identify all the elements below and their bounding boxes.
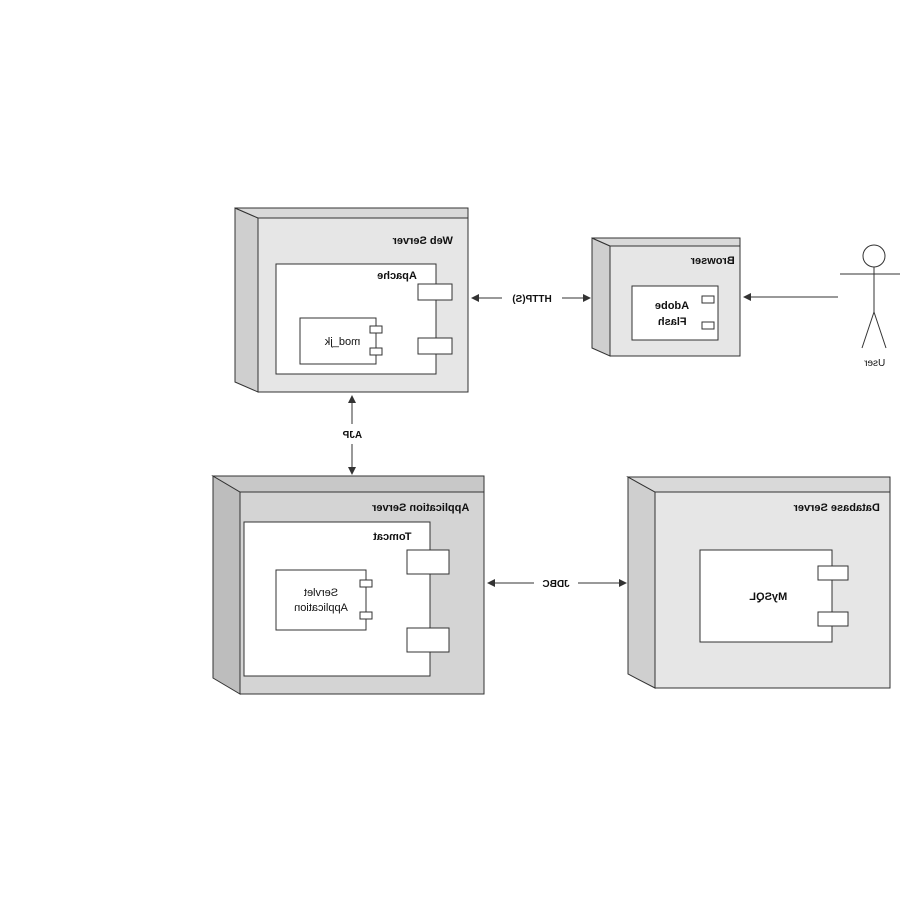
user-head	[862, 244, 886, 268]
user-actor: User	[840, 244, 900, 369]
database-server-node: Database Server MySQL	[626, 476, 891, 689]
mysql-label: MySQL	[749, 591, 787, 603]
servlet-application-box	[275, 569, 367, 631]
mod-jk-component: mod_jk	[299, 317, 383, 365]
adobe-flash-component: Adobe Flash	[631, 285, 719, 341]
connection-web-browser: HTTP(S)	[471, 294, 591, 305]
connection-web-app: AJP	[342, 395, 362, 475]
user-leg-left	[861, 311, 875, 349]
db-server-top-face	[626, 476, 891, 493]
application-server-node: Application Server Tomcat Servlet Applic…	[211, 475, 485, 695]
http-label: HTTP(S)	[512, 294, 551, 305]
tomcat-port-top	[406, 549, 450, 575]
tomcat-title: Tomcat	[373, 531, 412, 543]
db-server-title: Database Server	[793, 502, 880, 514]
mysql-component: MySQL	[699, 549, 849, 643]
app-server-title: Application Server	[371, 502, 469, 514]
tomcat-component: Tomcat Servlet Application	[243, 521, 450, 677]
servlet-port-bottom	[359, 611, 373, 620]
adobe-flash-port-top	[701, 295, 715, 304]
connection-app-db: JDBC	[487, 579, 627, 590]
mod-jk-port-bottom	[369, 347, 383, 356]
mod-jk-label: mod_jk	[324, 336, 360, 348]
web-server-top-face	[234, 207, 469, 219]
mysql-box	[699, 549, 833, 643]
web-server-title: Web Server	[392, 235, 453, 247]
mysql-port-top	[817, 565, 849, 581]
jdbc-label: JDBC	[542, 579, 569, 590]
mysql-port-bottom	[817, 611, 849, 627]
web-server-node: Web Server Apache mod_jk	[234, 207, 469, 393]
user-label: User	[863, 358, 885, 369]
browser-side-face	[591, 237, 611, 357]
apache-title: Apache	[377, 270, 417, 282]
user-leg-right	[873, 311, 887, 349]
apache-port-bottom	[417, 337, 453, 355]
browser-top-face	[591, 237, 741, 247]
web-server-side-face	[234, 207, 259, 393]
tomcat-port-bottom	[406, 627, 450, 653]
ajp-label: AJP	[342, 430, 362, 441]
servlet-label-line2: Application	[294, 602, 348, 614]
servlet-application-component: Servlet Application	[275, 569, 373, 631]
adobe-flash-label-line1: Adobe	[655, 300, 689, 312]
adobe-flash-box	[631, 285, 719, 341]
browser-node: Browser Adobe Flash	[591, 237, 741, 357]
servlet-port-top	[359, 579, 373, 588]
apache-component: Apache mod_jk	[275, 263, 453, 375]
browser-title: Browser	[690, 255, 735, 267]
app-server-side-face	[212, 475, 241, 695]
adobe-flash-label-line2: Flash	[658, 316, 687, 328]
mod-jk-port-top	[369, 325, 383, 334]
adobe-flash-port-bottom	[701, 321, 715, 330]
app-server-top-face	[211, 475, 485, 493]
db-server-side-face	[627, 476, 656, 689]
apache-port-top	[417, 283, 453, 301]
servlet-label-line1: Servlet	[304, 587, 338, 599]
mod-jk-box	[299, 317, 377, 365]
